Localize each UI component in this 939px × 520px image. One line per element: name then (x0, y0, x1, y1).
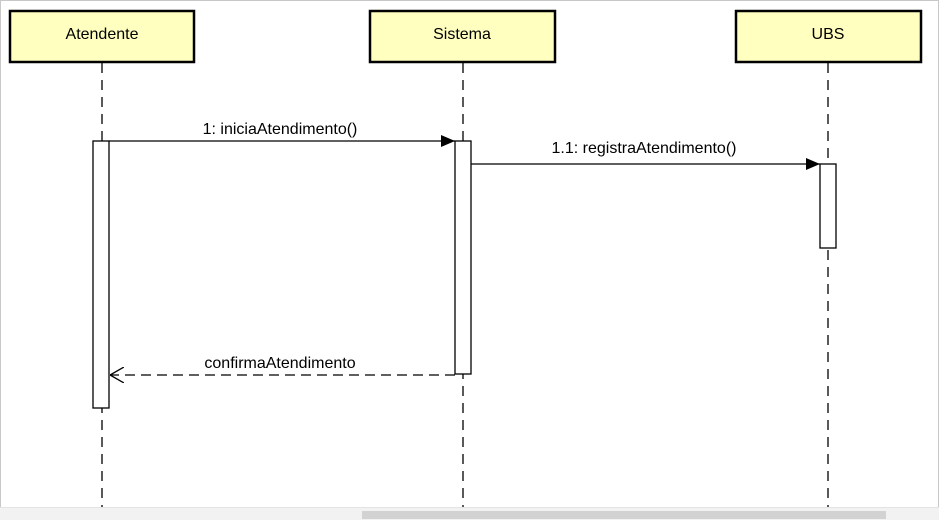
message-registra-atendimento[interactable]: 1.1: registraAtendimento() (471, 140, 820, 170)
participant-ubs[interactable]: UBS (734, 9, 923, 64)
participant-atendente[interactable]: Atendente (8, 9, 196, 64)
participant-sistema[interactable]: Sistema (368, 9, 557, 64)
activation-bar-sistema[interactable] (454, 140, 472, 375)
message-label: confirmaAtendimento (204, 355, 355, 372)
message-label: 1: iniciaAtendimento() (203, 121, 358, 138)
activation-bar-ubs[interactable] (819, 163, 837, 249)
horizontal-scrollbar[interactable] (0, 507, 939, 520)
participant-label: Atendente (66, 26, 139, 43)
message-label: 1.1: registraAtendimento() (552, 140, 737, 157)
activation-bar-atendente[interactable] (92, 140, 110, 409)
participant-label: Sistema (433, 26, 491, 43)
horizontal-scrollbar-thumb[interactable] (362, 511, 886, 519)
message-confirma-atendimento[interactable]: confirmaAtendimento (110, 355, 455, 375)
participant-label: UBS (812, 26, 845, 43)
message-inicia-atendimento[interactable]: 1: iniciaAtendimento() (109, 121, 455, 147)
